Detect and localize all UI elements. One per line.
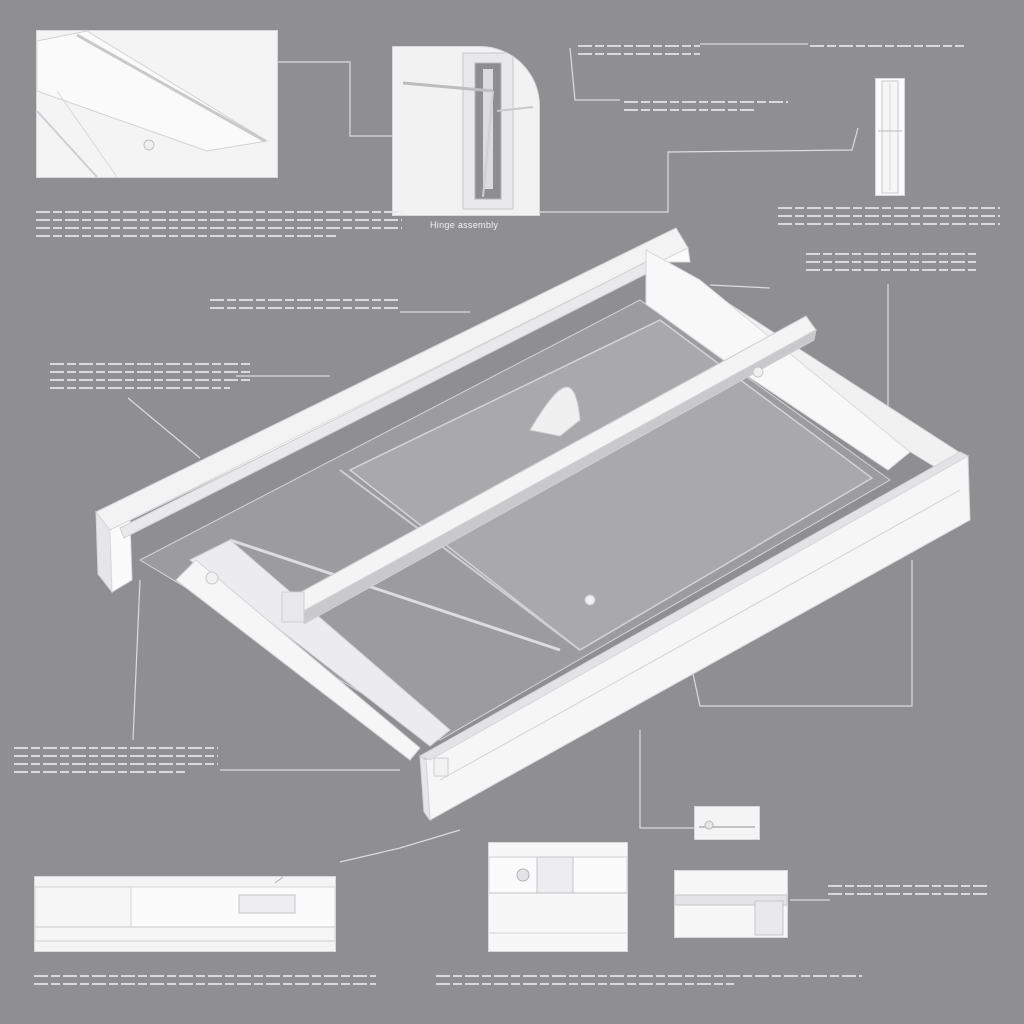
detail-panel-small-pin — [694, 806, 760, 840]
hinge-caption: Hinge assembly — [430, 220, 499, 230]
annotation-block — [50, 358, 250, 395]
annotation-block — [778, 202, 1000, 231]
annotation-block — [806, 248, 976, 277]
annotation-block — [624, 96, 788, 117]
annotation-block — [436, 970, 862, 991]
annotation-block — [36, 206, 402, 243]
annotation-block — [34, 970, 376, 991]
main-frame — [95, 227, 971, 822]
detail-panel-hinge-circle — [392, 46, 540, 216]
detail-panel-side-profile — [875, 78, 905, 196]
detail-panel-corner — [36, 30, 278, 178]
annotation-block — [210, 294, 400, 315]
annotation-block — [828, 880, 988, 901]
annotation-block — [14, 742, 218, 779]
annotation-block — [810, 40, 964, 53]
detail-panel-bottom-right — [674, 870, 788, 938]
annotation-block — [578, 40, 700, 61]
leader-lines — [127, 43, 913, 901]
detail-panel-bottom-left — [34, 876, 336, 952]
detail-panel-bottom-mid — [488, 842, 628, 952]
